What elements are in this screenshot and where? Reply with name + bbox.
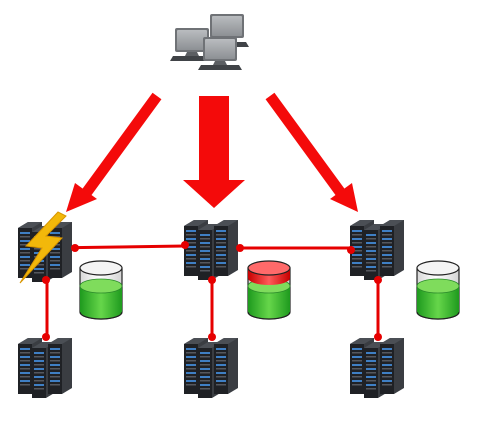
database-cylinder-icon — [416, 260, 460, 320]
server-rack-icon — [184, 220, 238, 280]
node-dot — [374, 333, 382, 341]
server-rack-icon — [350, 338, 404, 398]
server-right-replica — [350, 338, 404, 398]
node-dot — [236, 244, 244, 252]
connection-dots — [42, 241, 382, 341]
arrow-client-to-server-right — [265, 92, 358, 212]
node-dot — [374, 276, 382, 284]
desktop-computers-icon — [170, 14, 249, 70]
node-dot — [181, 241, 189, 249]
db-center — [247, 260, 291, 320]
server-rack-icon — [18, 338, 72, 398]
server-rack-icon — [350, 220, 404, 280]
node-dot — [42, 276, 50, 284]
arrow-client-to-server-left — [66, 92, 162, 212]
server-center — [184, 220, 238, 280]
node-dot — [208, 333, 216, 341]
node-dot — [347, 246, 355, 254]
arrows-layer — [66, 92, 358, 212]
server-left — [18, 211, 72, 284]
node-dot — [71, 244, 79, 252]
server-rack-icon — [184, 338, 238, 398]
server-right — [350, 220, 404, 280]
db-right — [416, 260, 460, 320]
database-cylinder-icon — [247, 260, 291, 320]
arrow-client-to-server-center — [183, 96, 245, 208]
db-left — [79, 260, 123, 320]
node-dot — [42, 333, 50, 341]
server-left-replica — [18, 338, 72, 398]
node-dot — [208, 276, 216, 284]
lightning-bolt-icon — [19, 211, 67, 284]
database-cylinder-icon — [79, 260, 123, 320]
server-center-replica — [184, 338, 238, 398]
